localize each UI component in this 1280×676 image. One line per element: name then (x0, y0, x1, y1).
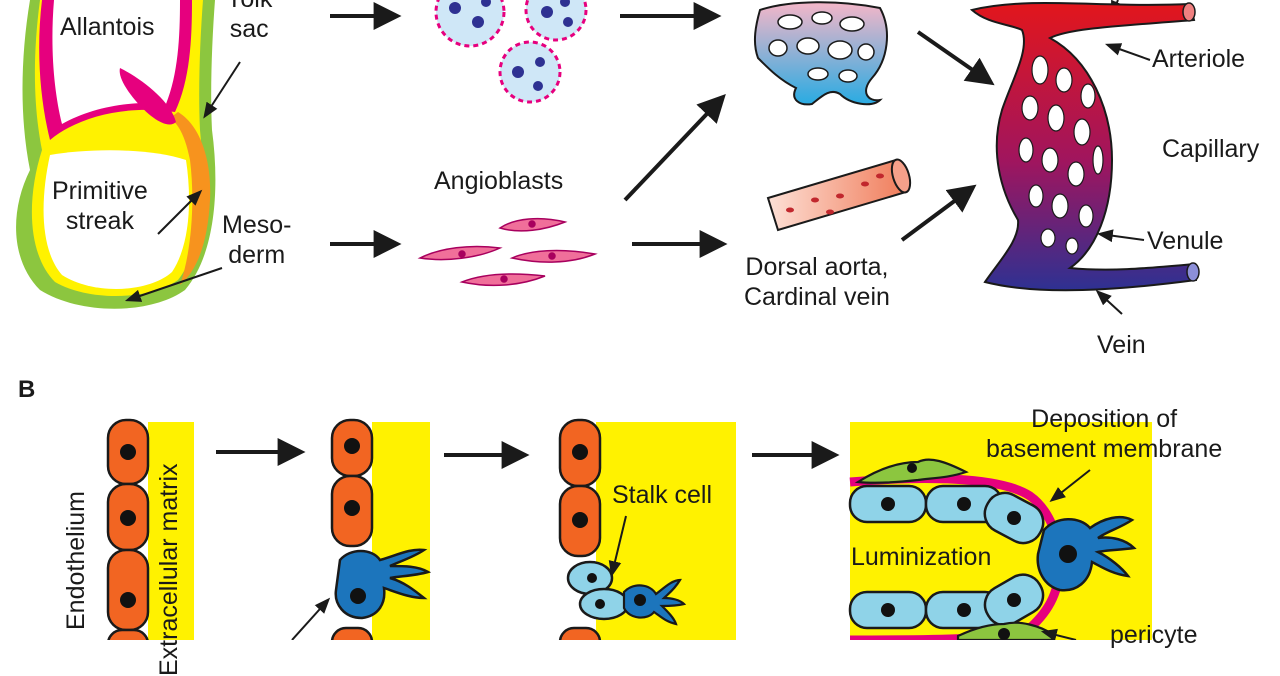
arteriole-label: Arteriole (1152, 45, 1246, 73)
pointer-tip-cell (291, 597, 331, 640)
deposition-label: Deposition of basement membrane (986, 405, 1223, 463)
panel-b-pointers (291, 469, 1091, 640)
vein-label: Vein (1097, 331, 1146, 359)
pericyte-label: pericyte (1110, 621, 1198, 649)
angioblast-cell (417, 245, 503, 261)
blood-islands (434, 0, 588, 104)
primitive-streak-label: Primitive streak (52, 177, 148, 235)
blood-island-3 (498, 40, 562, 104)
pointer-pericyte (1040, 628, 1077, 640)
primitive-streak (170, 112, 211, 285)
luminization-label: Luminization (851, 543, 992, 571)
angioblast-cell (459, 273, 546, 287)
pointer-primitive-streak (157, 189, 203, 235)
vasculogenesis-angiogenesis-diagram (16, 0, 1200, 640)
pointer-basement-membrane (1049, 469, 1091, 502)
pointer-yolk-sac (203, 61, 241, 119)
dorsal-aorta-tube (766, 158, 912, 232)
tip-cell (1036, 516, 1137, 592)
angioblast-cell (498, 217, 568, 232)
pointer-venule (1096, 229, 1145, 243)
ecm-stage-1 (148, 422, 194, 640)
allantois (119, 68, 176, 125)
tip-cell (622, 578, 687, 626)
allantois-label: Allantois (60, 13, 155, 41)
embryo-diagram (16, 0, 216, 309)
panel-a-arrows (330, 2, 995, 258)
panel-b-letter: B (18, 376, 36, 403)
blood-island-2 (524, 0, 588, 42)
arrow-7 (900, 184, 977, 242)
extracellular-matrix-label: Extracellular matrix (155, 463, 183, 676)
blood-island-1 (434, 0, 506, 48)
stalk-cell-label: Stalk cell (612, 481, 713, 509)
pointer-arteriole (1104, 43, 1151, 61)
mesoderm-label: Meso- derm (222, 211, 292, 269)
angioblast-cell (509, 249, 598, 263)
luminized-vessel (848, 458, 1137, 640)
capillary-bed (969, 1, 1200, 292)
angioblasts-label: Angioblasts (434, 167, 564, 195)
endothelial-column-3 (558, 418, 687, 640)
panel-b-arrows (216, 438, 840, 469)
arrow-5 (623, 93, 726, 202)
capillary-label: Capillary (1162, 135, 1260, 163)
pointer-vein (1095, 289, 1123, 315)
dorsal-aorta-label: Dorsal aorta, Cardinal vein (744, 253, 890, 311)
primitive-plexus (753, 1, 888, 106)
yolk-sac-label: Yolk sac (226, 0, 272, 43)
arrow-3 (916, 30, 995, 86)
pointer-mesoderm (124, 267, 223, 302)
endothelial-column-2 (330, 418, 432, 640)
angioblasts (417, 217, 598, 287)
venule-label: Venule (1147, 227, 1224, 255)
endothelium-label: Endothelium (62, 491, 90, 630)
endothelial-column-1 (106, 418, 150, 640)
pointer-stalk-cell (608, 515, 627, 578)
